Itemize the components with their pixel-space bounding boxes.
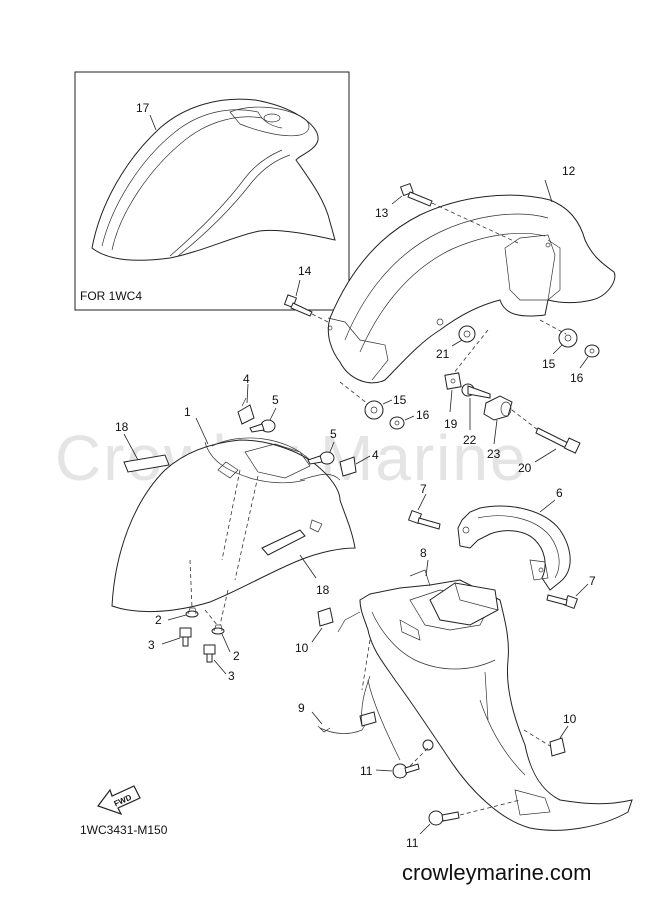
- callout-11-upper: 11: [360, 764, 373, 778]
- callout-7-upper: 7: [420, 482, 427, 496]
- grommet-21: [458, 325, 476, 343]
- callout-1: 1: [184, 405, 191, 419]
- callout-9: 9: [298, 701, 305, 715]
- callout-22: 22: [463, 433, 477, 447]
- callout-21: 21: [436, 347, 450, 361]
- callout-10-right: 10: [563, 712, 577, 726]
- bracket-6: [457, 505, 571, 591]
- collar-22: [461, 383, 491, 399]
- screw-3-right: [203, 644, 216, 663]
- screw-3-left: [179, 627, 192, 647]
- grommet-15-left: [364, 400, 384, 420]
- inset-fender-17: [91, 98, 336, 261]
- callout-2-right: 2: [233, 649, 240, 663]
- diagram-code: 1WC3431-M150: [80, 823, 168, 837]
- clip-10-left: [317, 607, 334, 627]
- inset-label: FOR 1WC4: [80, 289, 142, 303]
- callout-11-lower: 11: [406, 836, 419, 850]
- callout-20: 20: [518, 461, 532, 475]
- callout-12: 12: [562, 164, 576, 178]
- callout-5-upper: 5: [272, 393, 279, 407]
- callout-3-left: 3: [148, 638, 155, 652]
- bolt-20: [535, 427, 581, 454]
- callout-2-left: 2: [155, 613, 162, 627]
- washer-16-right: [584, 344, 600, 358]
- screw-11-upper: [392, 739, 434, 779]
- grommet-15-right: [558, 328, 578, 348]
- inner-fender-8: [337, 569, 633, 831]
- site-url: crowleymarine.com: [402, 860, 592, 885]
- clip-2-left: [185, 607, 199, 618]
- callout-15-left: 15: [393, 393, 407, 407]
- callout-4-left: 4: [243, 372, 250, 386]
- nut-4-right: [339, 456, 357, 477]
- bolt-7-lower: [546, 594, 579, 610]
- callout-14: 14: [298, 264, 312, 278]
- callout-5-lower: 5: [330, 427, 337, 441]
- leader-17: [149, 114, 157, 131]
- callout-13: 13: [375, 206, 389, 220]
- callout-18-right: 18: [316, 583, 330, 597]
- washer-16-left: [389, 416, 405, 430]
- callout-15-right: 15: [542, 357, 556, 371]
- wire-9: [317, 675, 377, 734]
- front-fender-1: [111, 437, 356, 613]
- inset-box: 17 FOR 1WC4: [74, 71, 350, 311]
- callout-8: 8: [420, 546, 427, 560]
- nut-19: [444, 372, 462, 390]
- bolt-7-upper: [407, 509, 441, 530]
- fwd-arrow-icon: FWD: [97, 785, 141, 816]
- callout-16-left: 16: [416, 408, 430, 422]
- decal-18-left: [123, 454, 170, 473]
- rear-fender-12: [327, 194, 616, 384]
- callout-7-lower: 7: [589, 574, 596, 588]
- callout-19: 19: [444, 417, 458, 431]
- callout-17: 17: [136, 101, 150, 115]
- callout-18-left: 18: [115, 420, 129, 434]
- callout-23: 23: [487, 447, 501, 461]
- callout-6: 6: [556, 486, 563, 500]
- bolt-13: [399, 182, 433, 207]
- clip-2-right: [211, 624, 225, 635]
- nut-4-left: [237, 397, 255, 425]
- callout-10-left: 10: [295, 641, 309, 655]
- clip-10-right: [549, 737, 566, 757]
- callout-3-right: 3: [228, 669, 235, 683]
- callout-16-right: 16: [570, 371, 584, 385]
- collar-23: [483, 395, 513, 421]
- screw-5-lower: [307, 451, 335, 465]
- bolt-14: [283, 294, 313, 317]
- screw-11-lower: [428, 810, 460, 826]
- screw-5-upper: [249, 419, 276, 433]
- callout-4-right: 4: [372, 448, 379, 462]
